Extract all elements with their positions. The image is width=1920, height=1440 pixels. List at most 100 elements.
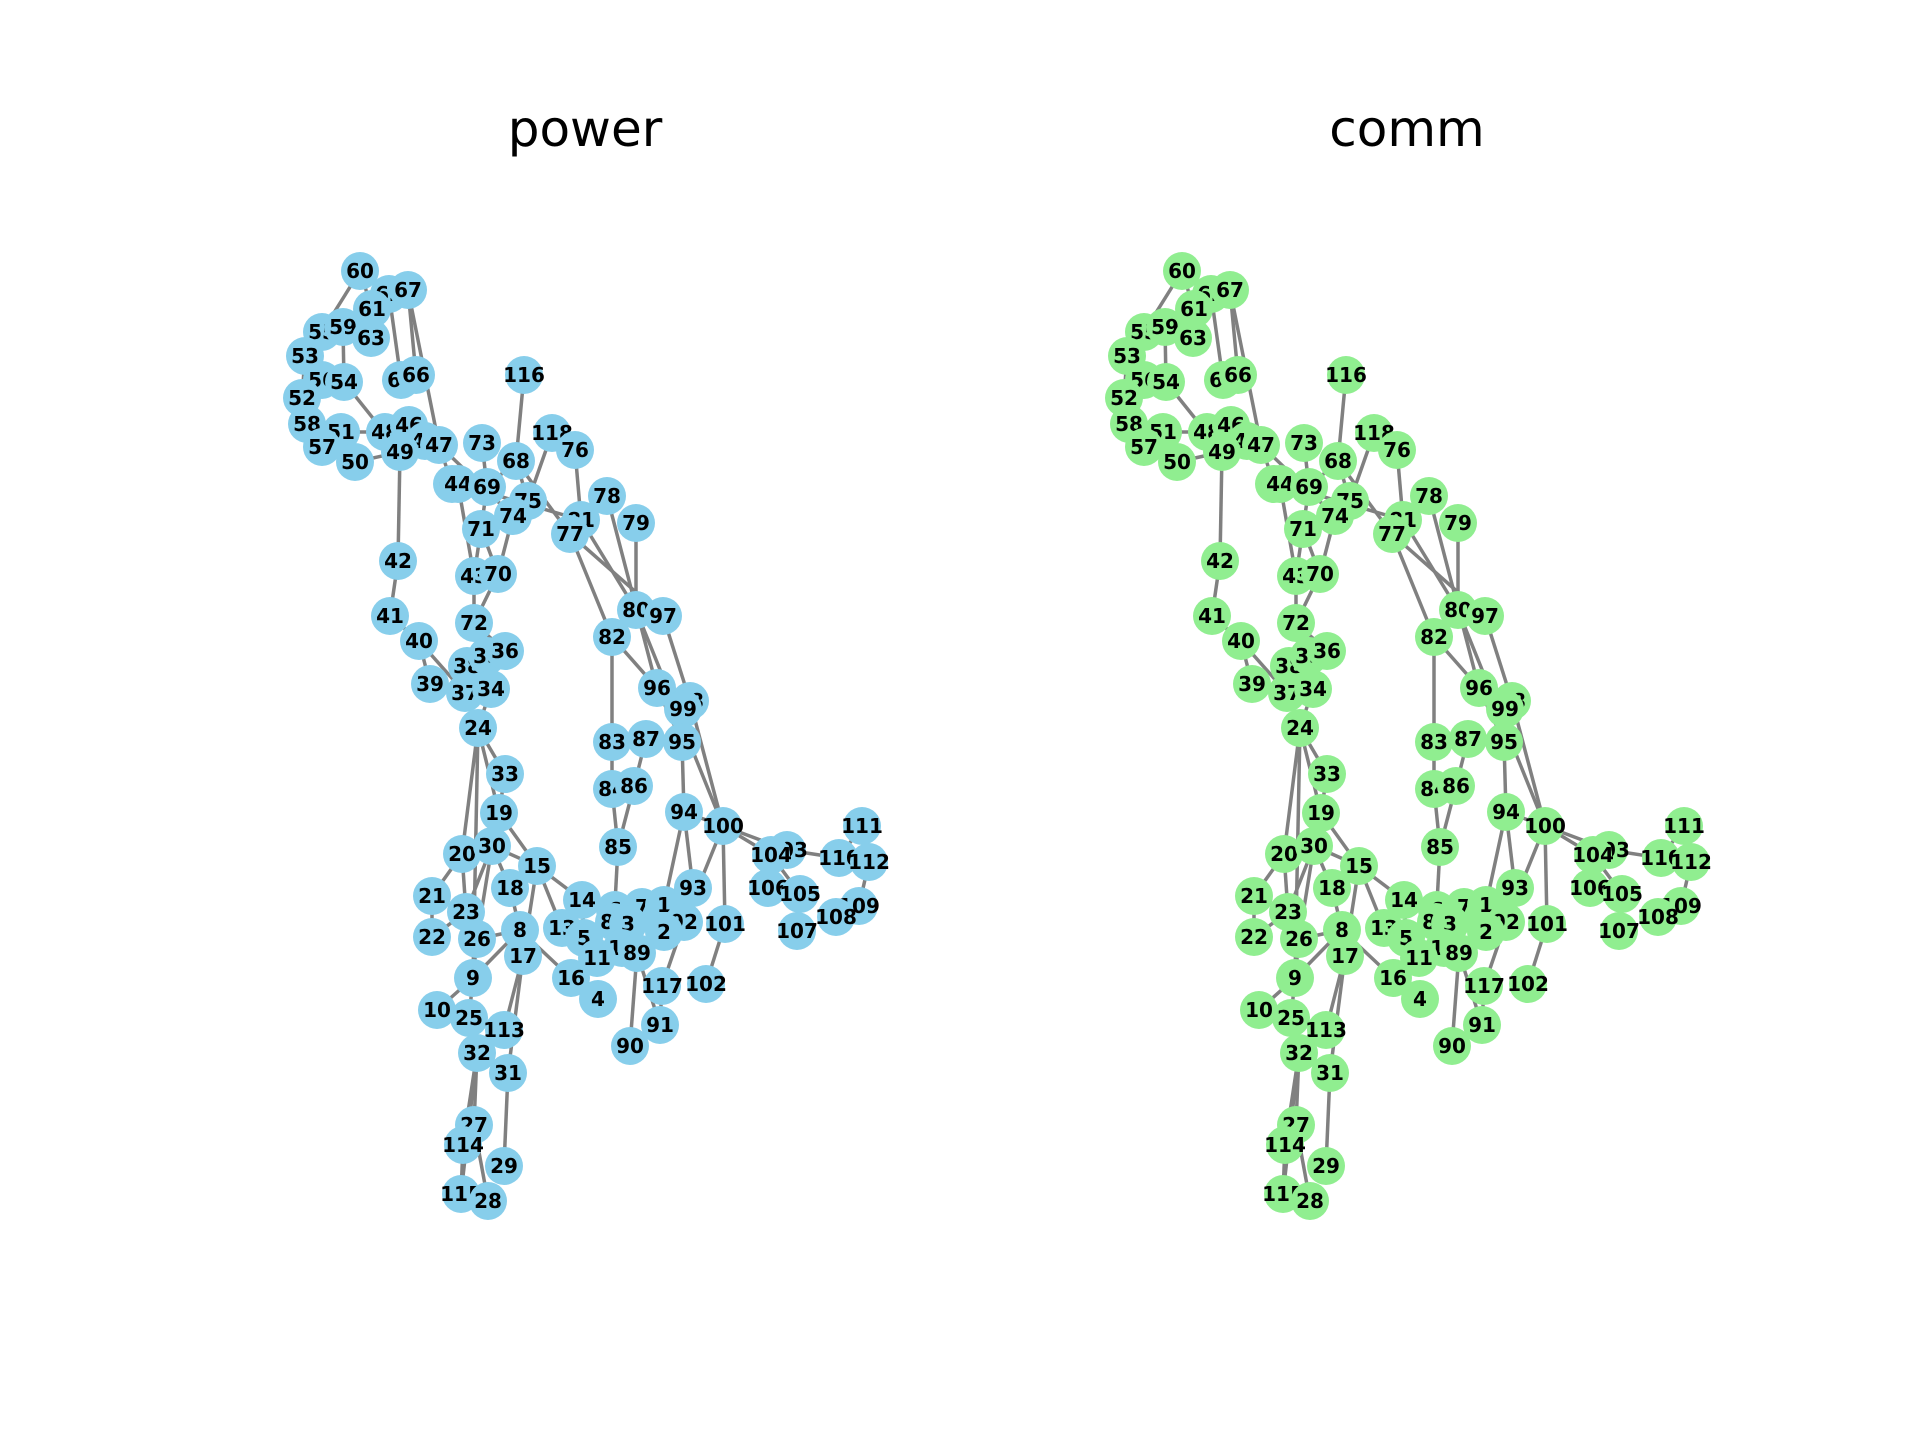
node-label: 54 <box>1152 370 1180 394</box>
node-label: 77 <box>1378 522 1406 546</box>
node-69: 69 <box>1290 468 1328 506</box>
node-9: 9 <box>454 959 492 997</box>
node-circle <box>1235 918 1273 956</box>
node-circle <box>618 934 656 972</box>
node-circle <box>1415 618 1453 656</box>
node-label: 8 <box>513 918 527 942</box>
node-22: 22 <box>413 918 451 956</box>
node-41: 41 <box>1193 597 1231 635</box>
node-47: 47 <box>1242 426 1280 464</box>
node-label: 102 <box>685 972 727 996</box>
node-91: 91 <box>1463 1006 1501 1044</box>
node-95: 95 <box>1485 723 1523 761</box>
node-circle <box>1574 836 1612 874</box>
node-label: 74 <box>1321 504 1349 528</box>
node-label: 24 <box>464 716 492 740</box>
node-117: 117 <box>1463 967 1505 1005</box>
node-label: 25 <box>1277 1006 1305 1030</box>
node-circle <box>563 881 601 919</box>
node-circle <box>687 965 725 1003</box>
node-11: 11 <box>578 939 616 977</box>
node-label: 8 <box>1335 918 1349 942</box>
node-circle <box>1301 555 1339 593</box>
node-circle <box>552 959 590 997</box>
node-label: 10 <box>423 998 451 1022</box>
node-50: 50 <box>336 443 374 481</box>
node-circle <box>781 875 819 913</box>
node-36: 36 <box>486 632 524 670</box>
node-label: 57 <box>1130 435 1158 459</box>
node-label: 24 <box>1286 716 1314 740</box>
node-circle <box>627 720 665 758</box>
node-28: 28 <box>1291 1182 1329 1220</box>
node-16: 16 <box>1374 959 1412 997</box>
node-label: 26 <box>463 927 491 951</box>
node-68: 68 <box>497 442 535 480</box>
node-label: 18 <box>496 876 524 900</box>
node-label: 83 <box>1420 730 1448 754</box>
node-circle <box>1290 468 1328 506</box>
node-circle <box>1410 477 1448 515</box>
node-117: 117 <box>641 967 683 1005</box>
node-label: 99 <box>1491 697 1519 721</box>
node-circle <box>551 515 589 553</box>
node-circle <box>303 428 341 466</box>
node-circle <box>472 670 510 708</box>
node-42: 42 <box>379 542 417 580</box>
node-circle <box>1439 504 1477 542</box>
node-78: 78 <box>588 477 626 515</box>
node-25: 25 <box>450 999 488 1037</box>
node-label: 97 <box>649 604 677 628</box>
node-label: 71 <box>1289 517 1317 541</box>
node-label: 2 <box>1479 920 1493 944</box>
node-label: 49 <box>386 440 414 464</box>
node-label: 22 <box>1240 925 1268 949</box>
node-circle <box>505 356 543 394</box>
node-circle <box>352 319 390 357</box>
node-label: 67 <box>1216 278 1244 302</box>
node-circle <box>497 442 535 480</box>
node-label: 11 <box>583 946 611 970</box>
node-circle <box>1261 465 1299 503</box>
node-label: 94 <box>670 800 698 824</box>
node-circle <box>820 839 858 877</box>
node-label: 61 <box>1180 297 1208 321</box>
node-circle <box>1463 1006 1501 1044</box>
node-label: 42 <box>384 549 412 573</box>
node-circle <box>420 426 458 464</box>
node-33: 33 <box>486 755 524 793</box>
node-circle <box>504 937 542 975</box>
panel-title-power: power <box>507 100 663 158</box>
node-82: 82 <box>1415 618 1453 656</box>
node-label: 19 <box>1307 801 1335 825</box>
node-label: 33 <box>1313 762 1341 786</box>
node-29: 29 <box>485 1147 523 1185</box>
node-93: 93 <box>1496 869 1534 907</box>
node-label: 42 <box>1206 549 1234 573</box>
power-network-panel: 6062676155596353565464665258514846454757… <box>283 252 890 1220</box>
node-label: 20 <box>1270 842 1298 866</box>
node-circle <box>1125 428 1163 466</box>
node-74: 74 <box>1316 497 1354 535</box>
node-97: 97 <box>1466 597 1504 635</box>
node-circle <box>397 356 435 394</box>
node-circle <box>389 271 427 309</box>
node-116: 116 <box>503 356 545 394</box>
node-circle <box>480 794 518 832</box>
node-circle <box>1193 597 1231 635</box>
node-circle <box>752 836 790 874</box>
node-circle <box>341 252 379 290</box>
node-label: 66 <box>402 363 430 387</box>
node-18: 18 <box>1313 869 1351 907</box>
node-label: 86 <box>620 774 648 798</box>
node-circle <box>749 869 787 907</box>
node-77: 77 <box>551 515 589 553</box>
node-label: 16 <box>557 966 585 990</box>
node-label: 105 <box>779 882 821 906</box>
edge-17-31 <box>506 955 525 1074</box>
node-circle <box>413 918 451 956</box>
node-label: 25 <box>455 1006 483 1030</box>
node-label: 117 <box>641 974 683 998</box>
panel-title-comm: comm <box>1329 100 1485 158</box>
node-104: 104 <box>750 836 792 874</box>
